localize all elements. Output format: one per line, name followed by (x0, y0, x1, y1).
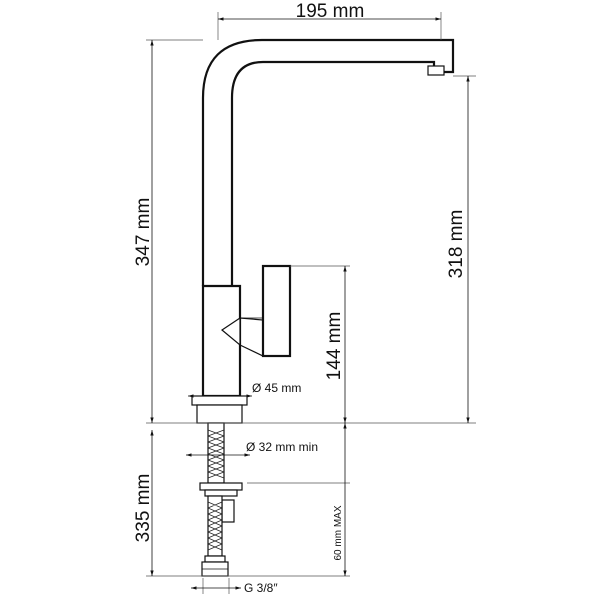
label-max-thickness: 60 mm MAX (333, 505, 344, 560)
label-thread: G 3/8″ (244, 581, 278, 595)
lever-handle (220, 264, 292, 358)
label-hole-diameter: Ø 32 mm min (246, 440, 318, 454)
label-total-height: 347 mm (133, 198, 154, 267)
spout-tube (201, 38, 455, 286)
label-body-diameter: Ø 45 mm (252, 381, 301, 395)
aerator (427, 65, 445, 76)
faucet-outline (191, 38, 455, 577)
base-ring (196, 404, 243, 424)
base-flange (191, 395, 248, 406)
label-lever-height: 144 mm (324, 312, 345, 381)
dimension-labels: 195 mm 347 mm 318 mm 144 mm Ø 45 mm Ø 32… (133, 1, 467, 595)
label-spout-height: 318 mm (446, 210, 467, 279)
extension-lines (146, 12, 476, 594)
label-hose-length: 335 mm (133, 474, 154, 543)
dimension-lines (150, 17, 470, 590)
label-spout-reach: 195 mm (296, 1, 365, 22)
under-counter-hoses (199, 422, 243, 577)
